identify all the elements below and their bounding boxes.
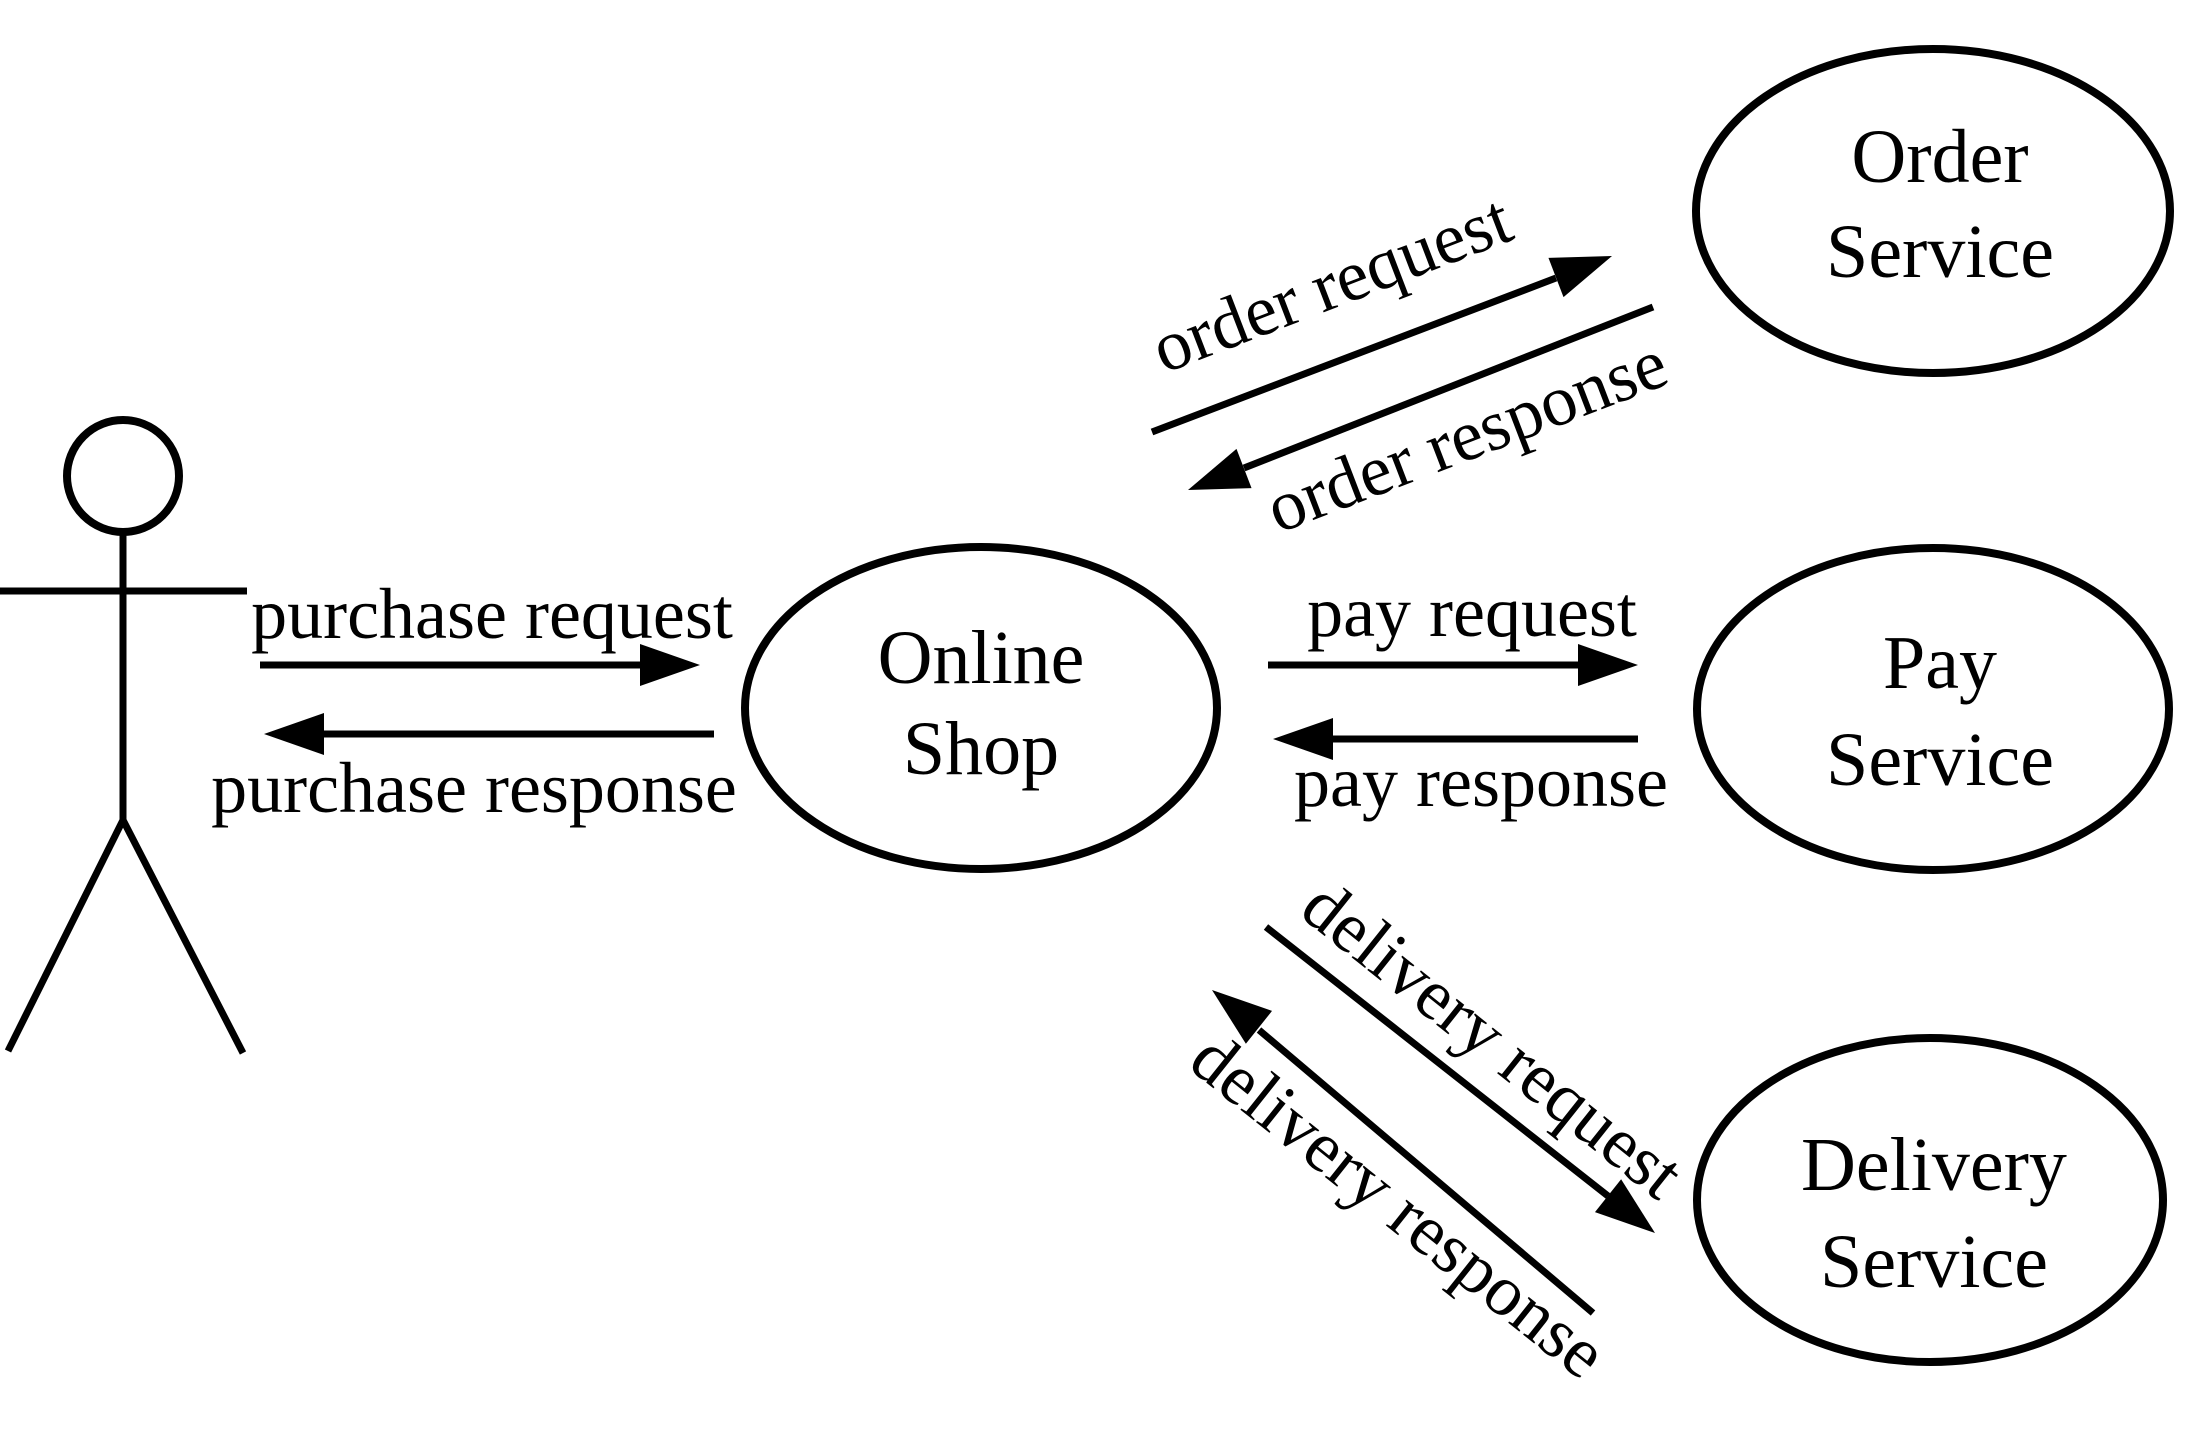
delivery-response-line (1256, 1027, 1596, 1316)
edge-pay-response: pay response (1273, 718, 1668, 822)
actor-head (63, 416, 183, 536)
node-delivery-service: Delivery Service (1693, 1034, 2167, 1366)
edge-purchase-response: purchase response (211, 713, 737, 828)
order-response-arrowhead-icon (1188, 448, 1252, 490)
delivery-request-line (1263, 924, 1611, 1199)
pay-request-label: pay request (1307, 572, 1637, 652)
online-shop-label-line1: Online (878, 616, 1085, 700)
purchase-request-arrowhead-icon (640, 644, 700, 686)
actor-leg-right (119, 818, 247, 1055)
pay-request-arrowhead-icon (1578, 644, 1638, 686)
online-shop-ellipse (741, 543, 1221, 873)
node-order-service: Order Service (1692, 45, 2174, 377)
order-request-arrowhead-icon (1548, 256, 1612, 298)
order-service-label-line1: Order (1851, 115, 2028, 199)
purchase-response-arrowhead-icon (264, 713, 324, 755)
delivery-service-label-line1: Delivery (1801, 1123, 2067, 1207)
order-request-line (1150, 274, 1558, 436)
delivery-service-label-line2: Service (1820, 1220, 2048, 1304)
node-online-shop: Online Shop (741, 543, 1221, 873)
delivery-request-arrowhead-icon (1594, 1179, 1655, 1233)
node-pay-service: Pay Service (1693, 544, 2173, 874)
pay-service-ellipse (1693, 544, 2173, 874)
order-service-ellipse (1692, 45, 2174, 377)
order-request-label: order request (1141, 179, 1522, 389)
pay-response-arrowhead-icon (1273, 718, 1333, 760)
pay-response-label: pay response (1294, 742, 1668, 822)
delivery-response-arrowhead-icon (1212, 990, 1273, 1044)
delivery-service-ellipse (1693, 1034, 2167, 1366)
pay-service-label-line2: Service (1826, 718, 2054, 802)
actor-leg-left (4, 818, 127, 1053)
online-shop-label-line2: Shop (903, 707, 1059, 791)
pay-service-label-line1: Pay (1883, 621, 1997, 705)
purchase-response-label: purchase response (211, 748, 737, 828)
purchase-request-label: purchase request (251, 574, 733, 654)
edge-pay-request: pay request (1268, 572, 1638, 686)
customer-actor (0, 416, 247, 1055)
edge-purchase-request: purchase request (251, 574, 733, 686)
order-response-line (1242, 303, 1655, 472)
order-service-label-line2: Service (1826, 210, 2054, 294)
